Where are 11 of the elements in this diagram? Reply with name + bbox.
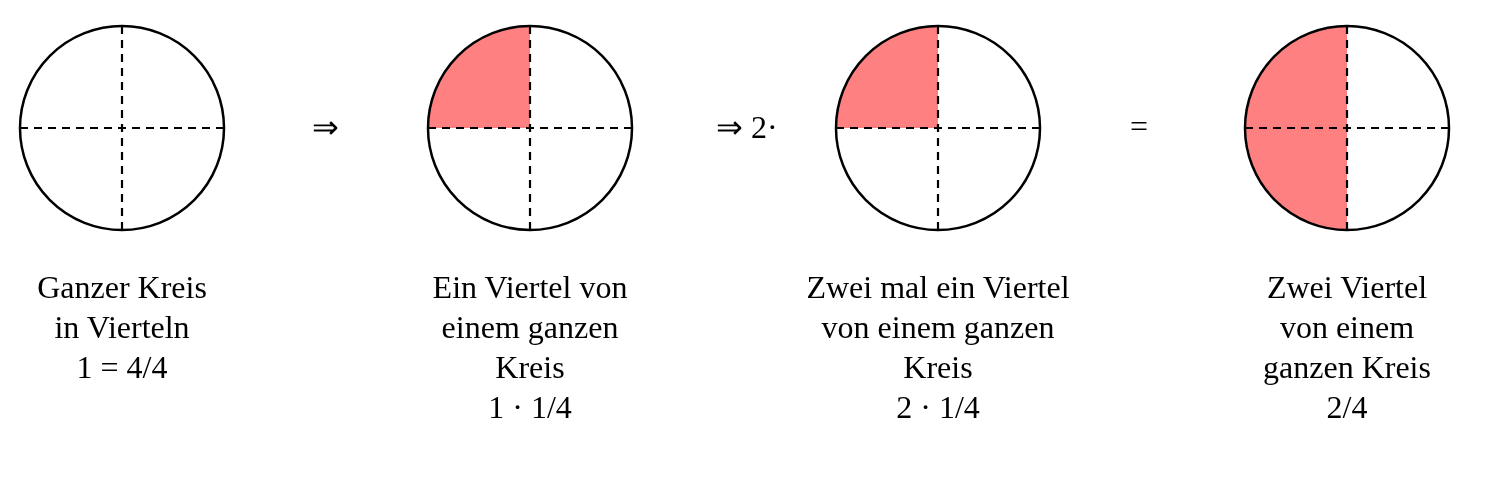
fraction-formula: 1 · 1/4: [487, 388, 573, 427]
caption-text: Ein Viertel von einem ganzen Kreis: [431, 268, 629, 387]
operator-symbol: =: [1130, 108, 1149, 145]
fraction-formula: 2/4: [1325, 388, 1369, 427]
caption-text: Zwei mal ein Viertel von einem ganzen Kreis: [805, 268, 1071, 387]
operator-symbol: ⇒: [312, 108, 339, 146]
fraction-formula: 2 · 1/4: [895, 388, 981, 427]
caption-text: Ganzer Kreis in Vierteln: [36, 268, 208, 347]
operator-symbol: ⇒ 2·: [716, 108, 778, 146]
fraction-formula: 1 = 4/4: [75, 348, 169, 387]
caption-text: Zwei Viertel von einem ganzen Kreis: [1262, 268, 1432, 387]
